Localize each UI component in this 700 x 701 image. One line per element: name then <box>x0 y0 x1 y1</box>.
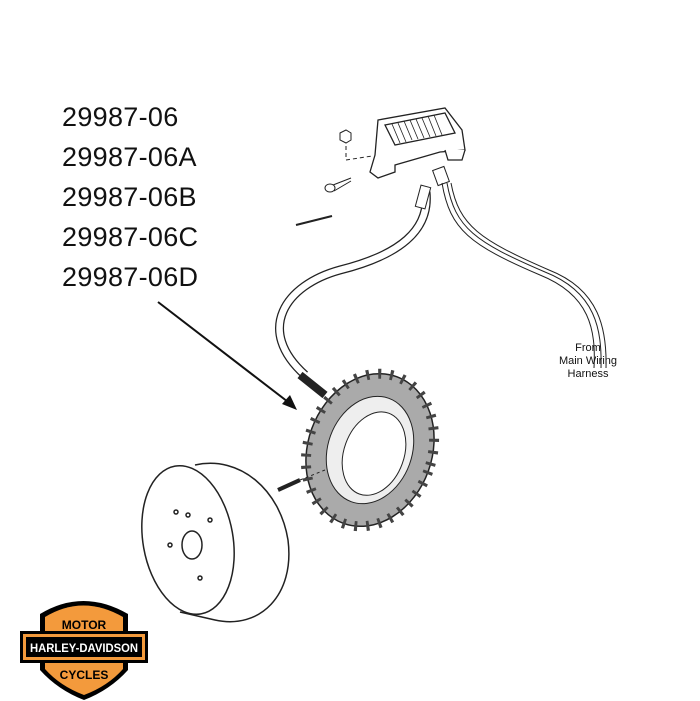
note-line-1: From <box>575 342 601 354</box>
pointer-arrow <box>157 301 297 410</box>
logo-text-top: MOTOR <box>62 618 107 632</box>
rotor <box>141 462 290 623</box>
part-number-1: 29987-06 <box>62 102 179 132</box>
pin <box>295 215 333 226</box>
stator <box>300 368 440 532</box>
part-number-5: 29987-06D <box>62 262 199 292</box>
part-number-3: 29987-06B <box>62 182 197 212</box>
note-line-3: Harness <box>567 368 609 380</box>
voltage-regulator <box>369 107 466 179</box>
logo-text-bottom: CYCLES <box>60 668 109 682</box>
part-number-2: 29987-06A <box>62 142 197 172</box>
nut <box>339 129 373 161</box>
screw <box>277 469 326 492</box>
clip <box>324 177 352 193</box>
note-line-2: Main Wiring <box>558 355 618 367</box>
part-number-4: 29987-06C <box>62 222 199 252</box>
logo-text-middle: HARLEY-DAVIDSON <box>30 641 138 655</box>
harness-wires <box>431 165 607 369</box>
stator-cable <box>275 184 432 399</box>
harness-note: From Main Wiring Harness <box>540 342 636 381</box>
